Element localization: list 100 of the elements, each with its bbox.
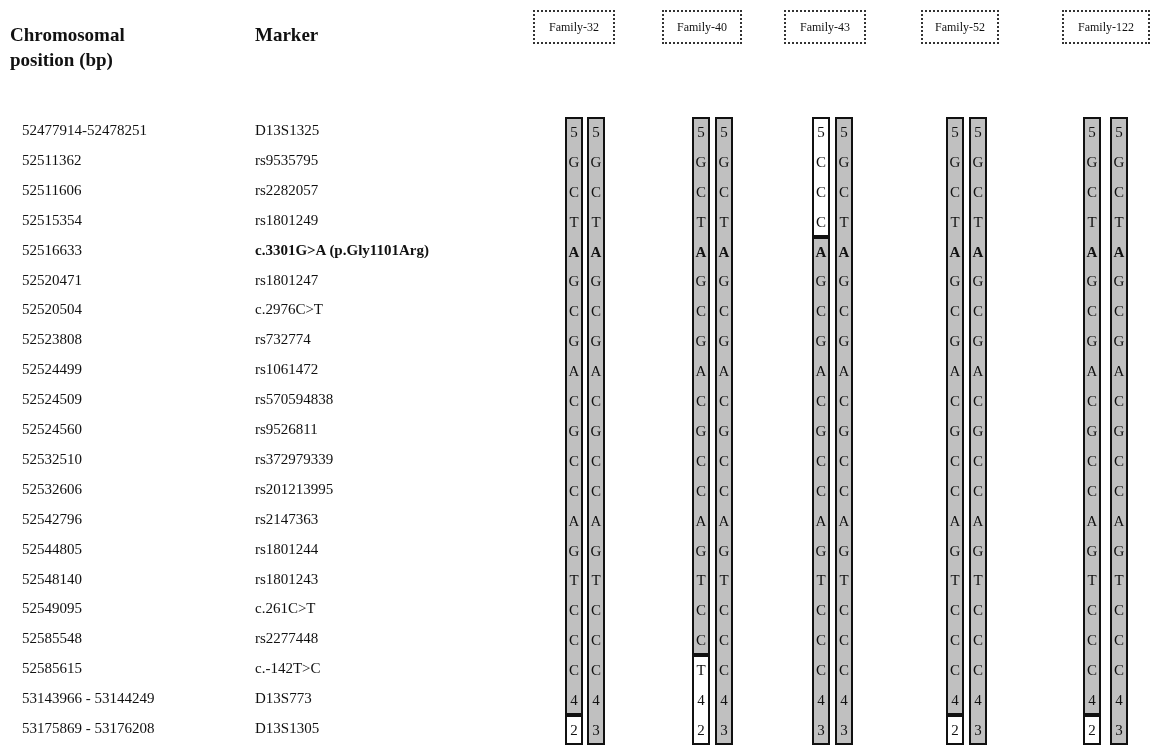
position-cell: 52511606 xyxy=(22,180,82,199)
allele-letter: G xyxy=(948,272,962,291)
family-label: Family-32 xyxy=(533,10,615,44)
allele-letter: C xyxy=(949,392,961,411)
allele-letter: C xyxy=(718,481,730,500)
allele-letter: C xyxy=(1113,481,1125,500)
allele-letter: G xyxy=(717,272,731,291)
allele-letter: G xyxy=(814,332,828,351)
allele-letter: C xyxy=(695,481,707,500)
allele-letter: G xyxy=(717,152,731,171)
allele-letter: G xyxy=(837,332,851,351)
marker-cell: rs1801249 xyxy=(255,210,319,229)
allele-letter: C xyxy=(695,601,707,620)
allele-letter: C xyxy=(1086,601,1098,620)
allele-letter: G xyxy=(948,422,962,440)
allele-letter: C xyxy=(815,302,827,321)
allele-letter: G xyxy=(717,541,731,560)
allele-letter: T xyxy=(590,571,602,590)
allele-letter: C xyxy=(838,451,850,470)
allele-letter: G xyxy=(1112,272,1126,291)
allele-letter: G xyxy=(814,422,828,440)
allele-letter: C xyxy=(972,302,984,321)
allele-letter: C xyxy=(1086,451,1098,470)
allele-letter: C xyxy=(590,392,602,411)
marker-cell: rs2147363 xyxy=(255,509,319,528)
position-cell: 52520471 xyxy=(22,270,82,289)
allele-letter: 5 xyxy=(1114,123,1124,141)
position-cell: 52524509 xyxy=(22,390,82,409)
marker-cell: rs732774 xyxy=(255,330,311,349)
allele-letter: C xyxy=(949,182,961,201)
allele-letter: T xyxy=(949,212,961,231)
marker-cell: c.3301G>A (p.Gly1101Arg) xyxy=(255,240,429,259)
position-cell: 52515354 xyxy=(22,210,82,229)
allele-letter: A xyxy=(589,362,603,381)
allele-letter: T xyxy=(695,212,707,231)
marker-cell: rs9535795 xyxy=(255,150,319,169)
allele-letter: A xyxy=(814,511,828,530)
marker-cell: D13S1325 xyxy=(255,121,320,139)
allele-letter: G xyxy=(567,422,581,440)
allele-letter: 4 xyxy=(950,691,960,710)
allele-letter: G xyxy=(971,152,985,171)
family-label: Family-43 xyxy=(784,10,866,44)
position-cell: 52523808 xyxy=(22,330,82,349)
allele-letter: G xyxy=(1112,152,1126,171)
marker-cell: rs1061472 xyxy=(255,360,319,379)
allele-letter: G xyxy=(814,272,828,291)
allele-letter: C xyxy=(568,451,580,470)
allele-letter: G xyxy=(948,541,962,560)
allele-letter: A xyxy=(1085,242,1099,261)
column-header: Marker xyxy=(255,23,319,47)
haplotype-bar xyxy=(1110,117,1128,745)
allele-letter: C xyxy=(568,182,580,201)
marker-cell: D13S1305 xyxy=(255,719,320,737)
position-cell: 52549095 xyxy=(22,599,82,618)
position-cell: 53143966 - 53144249 xyxy=(22,689,155,708)
allele-letter: C xyxy=(838,392,850,411)
allele-letter: T xyxy=(972,571,984,590)
allele-letter: G xyxy=(837,422,851,440)
allele-letter: C xyxy=(1086,392,1098,411)
allele-letter: C xyxy=(590,182,602,201)
allele-letter: G xyxy=(948,332,962,351)
position-cell: 52585615 xyxy=(22,659,82,678)
allele-letter: C xyxy=(838,481,850,500)
family-label: Family-52 xyxy=(921,10,999,44)
allele-letter: T xyxy=(838,571,850,590)
allele-letter: 5 xyxy=(591,123,601,141)
allele-letter: A xyxy=(1085,511,1099,530)
allele-letter: A xyxy=(694,362,708,381)
allele-letter: C xyxy=(972,182,984,201)
haplotype-bar xyxy=(692,117,710,656)
allele-letter: A xyxy=(717,242,731,261)
allele-letter: 4 xyxy=(569,691,579,710)
position-cell: 52511362 xyxy=(22,150,82,169)
marker-cell: rs1801244 xyxy=(255,539,319,558)
allele-letter: G xyxy=(694,152,708,171)
haplotype-bar xyxy=(812,117,830,237)
allele-letter: A xyxy=(837,362,851,381)
allele-letter: C xyxy=(949,631,961,650)
allele-letter: C xyxy=(718,302,730,321)
allele-letter: G xyxy=(1112,541,1126,560)
allele-letter: C xyxy=(695,392,707,411)
allele-letter: A xyxy=(837,511,851,530)
allele-letter: C xyxy=(815,152,827,171)
allele-letter: T xyxy=(1113,212,1125,231)
allele-letter: C xyxy=(590,451,602,470)
position-cell: 52532510 xyxy=(22,449,82,468)
family-label: Family-40 xyxy=(662,10,742,44)
allele-letter: C xyxy=(815,601,827,620)
allele-letter: T xyxy=(695,571,707,590)
allele-letter: G xyxy=(1085,152,1099,171)
allele-letter: C xyxy=(1113,451,1125,470)
allele-letter: C xyxy=(590,302,602,321)
allele-letter: 3 xyxy=(816,721,826,739)
allele-letter: 4 xyxy=(973,691,983,710)
haplotype-bar xyxy=(835,117,853,745)
allele-letter: G xyxy=(1085,422,1099,440)
allele-letter: A xyxy=(694,511,708,530)
allele-letter: T xyxy=(718,212,730,231)
allele-letter: C xyxy=(1086,481,1098,500)
allele-letter: T xyxy=(949,571,961,590)
